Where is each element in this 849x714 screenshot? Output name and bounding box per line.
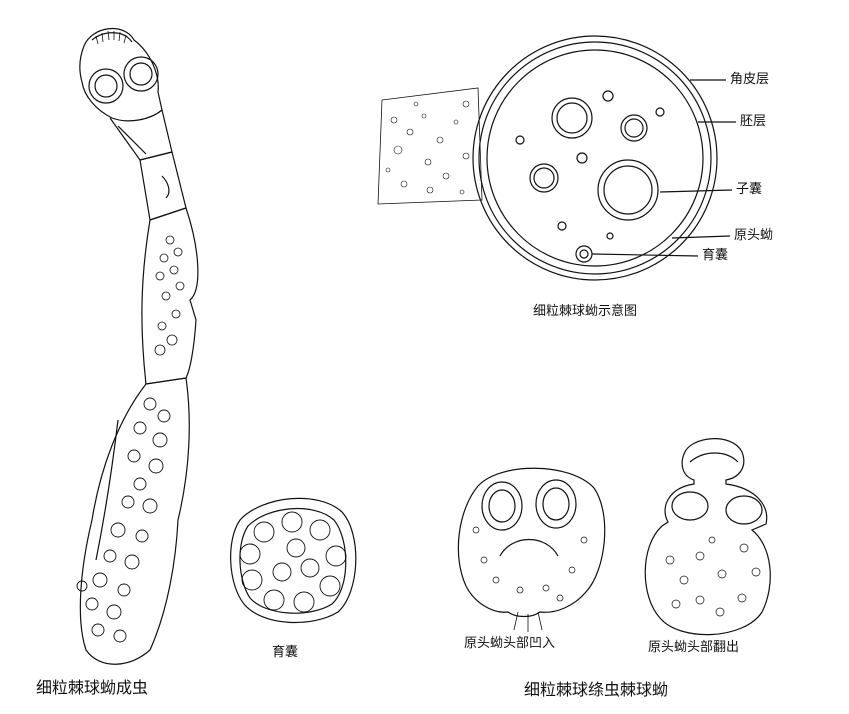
brood-capsule-in-cyst [575,245,593,263]
gravid-proglottid [79,377,190,665]
scolex [79,27,163,122]
brood-capsule-caption: 育囊 [272,645,299,660]
hydatid-cyst-drawing [377,35,736,281]
sucker-left [88,68,124,104]
adult-worm-drawing [76,27,199,665]
mature-proglottid [141,207,199,385]
daughter-cyst [597,159,659,221]
schematic-caption: 细粒棘球蚴示意图 [533,304,638,319]
daughter-cyst-label: 子囊 [736,182,763,197]
protoscolex-invaginated-drawing [457,467,606,632]
germinal-layer-label: 胚层 [740,114,767,129]
adult-caption: 细粒棘球蚴成虫 [36,678,149,697]
bottom-caption: 细粒棘球绦虫棘球蚴 [524,680,669,699]
brood-capsule-label: 育囊 [702,248,729,263]
cuticle-layer [472,35,718,281]
brood-capsule-drawing [230,497,357,624]
germinal-layer [486,49,704,267]
sucker-right [123,56,159,92]
cuticle-label: 角皮层 [730,72,770,87]
protoscolex-evaginated-drawing [644,438,771,636]
protoscolex-invaginated-caption: 原头蚴头部凹入 [464,636,556,651]
protoscolex-evaginated-caption: 原头蚴头部翻出 [648,640,740,655]
protoscolex-label: 原头蚴 [734,228,774,243]
